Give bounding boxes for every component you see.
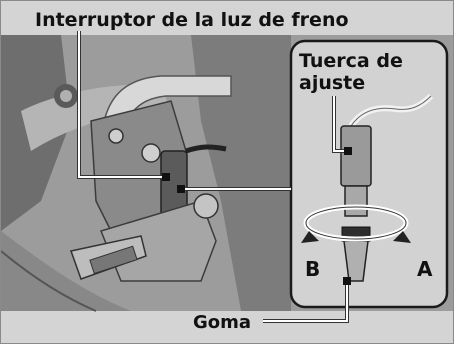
- rubber-boot: [343, 240, 369, 282]
- bracket-bolt-1: [141, 143, 161, 163]
- wheel: [1, 231, 131, 311]
- leader-dot-body: [177, 185, 185, 193]
- callout-title-line1: Tuerca de: [299, 50, 403, 72]
- leader-lines: [77, 31, 349, 323]
- label-a: A: [417, 257, 433, 281]
- frame-panel: [191, 35, 291, 311]
- pivot-bolt: [193, 193, 219, 219]
- bracket-bolt-2: [108, 128, 124, 144]
- label-b: B: [305, 257, 321, 281]
- leader-dot-goma: [343, 277, 351, 285]
- leader-dot-nut: [344, 147, 352, 155]
- switch-wire: [185, 144, 227, 154]
- callout-title-line2: ajuste: [299, 72, 366, 94]
- label-goma: Goma: [193, 312, 252, 333]
- pedal-tread: [89, 245, 138, 275]
- arrow-a-icon: [393, 231, 411, 243]
- leader-dot-switch: [162, 173, 170, 181]
- diagram-title: Interruptor de la luz de freno: [35, 9, 349, 31]
- inset-switch-body: [340, 125, 372, 187]
- inset-switch-thread: [344, 185, 368, 217]
- arrow-b-icon: [301, 231, 319, 243]
